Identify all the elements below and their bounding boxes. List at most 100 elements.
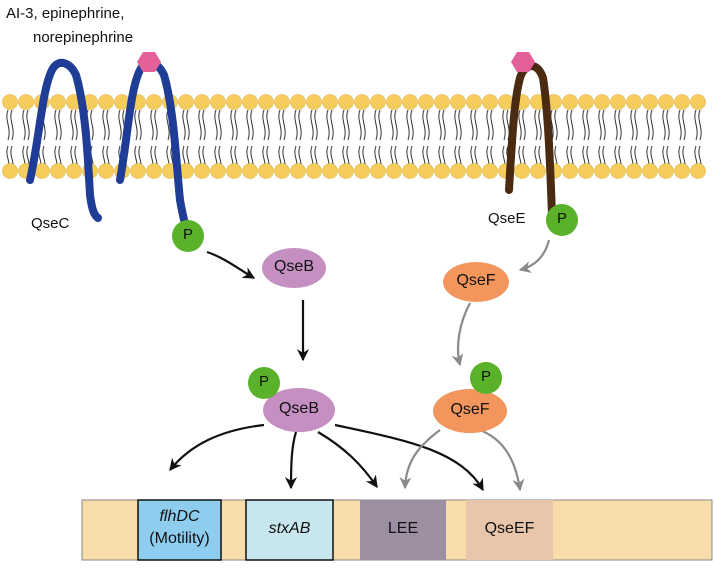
lipid-head <box>514 163 530 179</box>
lipid-tail <box>678 109 686 141</box>
lipid-tail <box>294 109 302 141</box>
lipid-head <box>258 163 274 179</box>
lipid-head <box>242 163 258 179</box>
lipid-tail <box>470 109 478 141</box>
lipid-tail <box>134 109 142 141</box>
lipid-tail <box>246 109 254 141</box>
gene-label-motility: (Motility) <box>149 530 210 547</box>
qsef-phosphorylated-node <box>433 389 507 433</box>
lipid-heads <box>2 94 706 179</box>
lipid-tail <box>358 109 366 141</box>
lipid-tail <box>694 109 702 141</box>
lipid-tail <box>534 109 542 141</box>
lipid-head <box>386 94 402 110</box>
lipid-head <box>274 163 290 179</box>
lipid-tail <box>598 109 606 141</box>
lipid-head <box>610 94 626 110</box>
lipid-tail <box>374 109 382 141</box>
lipid-head <box>690 163 706 179</box>
qsee-label: QseE <box>488 210 526 227</box>
cell-membrane <box>2 94 706 179</box>
lipid-head <box>98 163 114 179</box>
lipid-tail <box>342 109 350 141</box>
lipid-head <box>290 163 306 179</box>
qseb-phosphorylated-label: QseB <box>278 400 319 417</box>
qsec-label: QseC <box>31 215 70 232</box>
lipid-tail <box>6 109 14 141</box>
arrows-qseb-pathway <box>169 250 484 492</box>
lipid-head <box>338 163 354 179</box>
lipid-tail <box>70 109 78 141</box>
lipid-head <box>626 94 642 110</box>
lipid-head <box>274 94 290 110</box>
lipid-head <box>146 94 162 110</box>
gene-box-lee <box>360 500 446 560</box>
lipid-tail <box>630 109 638 141</box>
lipid-head <box>610 163 626 179</box>
lipid-head <box>130 163 146 179</box>
lipid-head <box>450 94 466 110</box>
arrow-qseb-to-stxab <box>284 431 298 490</box>
phosphate-qseb-label: P <box>258 373 269 390</box>
lipid-head <box>178 94 194 110</box>
arrow-qseb-to-lee <box>317 431 378 488</box>
lipid-tail <box>150 109 158 141</box>
qsec-receptor-unbound <box>26 58 102 222</box>
lipid-tail <box>582 109 590 141</box>
gene-label-stxab: stxAB <box>268 520 311 537</box>
lipid-head <box>658 94 674 110</box>
lipid-head <box>434 94 450 110</box>
lipid-head <box>370 94 386 110</box>
lipid-head <box>98 94 114 110</box>
lipid-head <box>386 163 402 179</box>
ligand-label-line1: AI-3, epinephrine, <box>6 5 125 22</box>
phosphate-qsec <box>172 220 204 252</box>
lipid-head <box>658 163 674 179</box>
lipid-tail <box>310 109 318 141</box>
ligand-label-line2: norepinephrine <box>33 29 134 46</box>
lipid-head <box>18 94 34 110</box>
lipid-head <box>418 163 434 179</box>
lipid-head <box>2 94 18 110</box>
ligand-hexagon-qsee <box>511 52 535 72</box>
lipid-head <box>290 94 306 110</box>
lipid-tail <box>646 109 654 141</box>
lipid-head <box>594 163 610 179</box>
lipid-head <box>466 163 482 179</box>
lipid-head <box>194 94 210 110</box>
lipid-tail <box>102 109 110 141</box>
lipid-tail <box>278 109 286 141</box>
lipid-head <box>50 163 66 179</box>
phosphate-qsef-label: P <box>480 368 491 385</box>
lipid-head <box>434 163 450 179</box>
gene-label-qseef: QseEF <box>484 520 535 537</box>
lipid-head <box>578 94 594 110</box>
ligand-hexagon-qsec <box>137 52 161 72</box>
lipid-tail <box>22 109 30 141</box>
lipid-tail <box>198 109 206 141</box>
phosphate-qsee <box>546 204 578 236</box>
arrow-qseb-to-flhdc <box>169 423 265 471</box>
gene-label-lee: LEE <box>387 520 419 537</box>
lipid-head <box>562 163 578 179</box>
phosphate-qsec-label: P <box>182 226 193 243</box>
lipid-head <box>66 163 82 179</box>
qseb-label: QseB <box>273 258 314 275</box>
lipid-head <box>354 163 370 179</box>
lipid-head <box>194 163 210 179</box>
arrow-qsef-to-qseef <box>479 428 525 492</box>
arrows-qsef-pathway <box>399 239 551 492</box>
lipid-tail <box>182 109 190 141</box>
lipid-head <box>530 163 546 179</box>
lipid-head <box>226 94 242 110</box>
lipid-head <box>690 94 706 110</box>
lipid-head <box>626 163 642 179</box>
qsef-node <box>443 262 509 302</box>
gene-label-flhdc: flhDC <box>159 508 200 525</box>
lipid-head <box>322 94 338 110</box>
lipid-tail <box>214 109 222 141</box>
arrow-qsef-to-lee <box>399 429 441 490</box>
lipid-tail <box>486 109 494 141</box>
